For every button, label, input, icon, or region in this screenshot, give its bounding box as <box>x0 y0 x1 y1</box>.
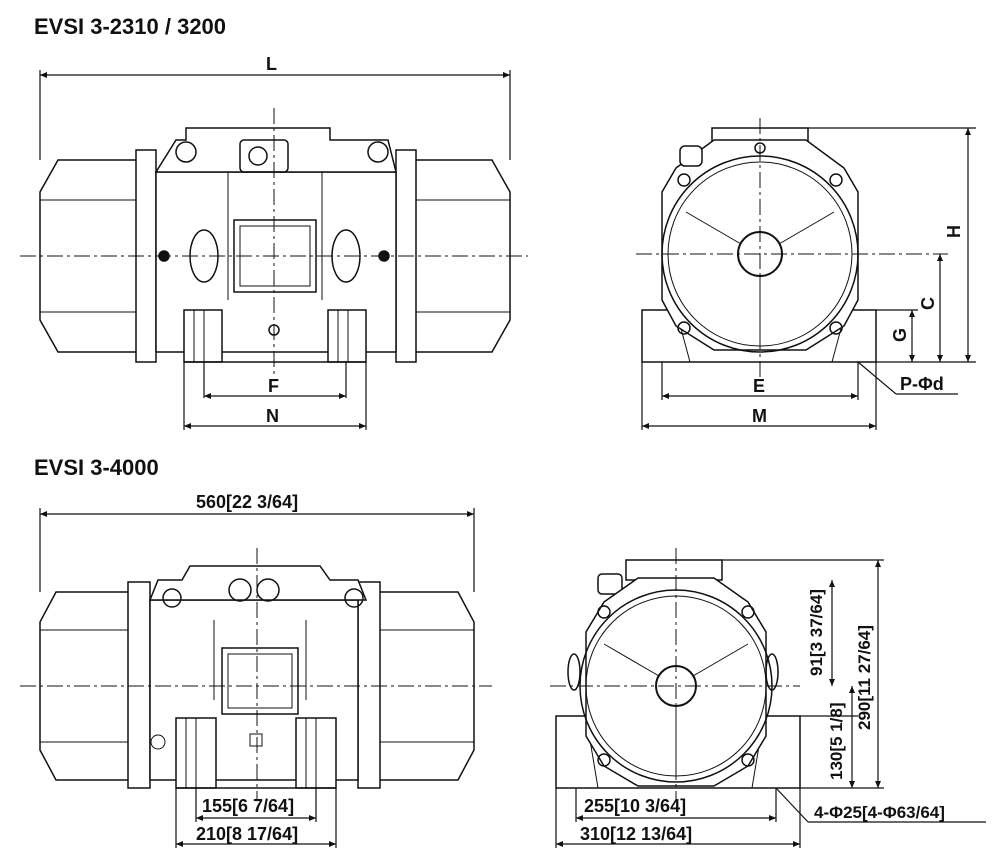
dim-c-value: 130[5 1/8] <box>827 703 846 781</box>
dims-bottom-side <box>39 508 475 848</box>
centerlines-bottom-front <box>550 548 800 800</box>
dim-n-value: 210[8 17/64] <box>196 824 298 844</box>
dim-label-f: F <box>268 376 279 396</box>
dim-length: 560[22 3/64] <box>196 492 298 512</box>
dim-label-h: H <box>944 225 964 238</box>
centerlines-top-front <box>636 118 948 378</box>
centerlines-top-side <box>20 108 528 378</box>
dim-g-value: 91[3 37/64] <box>807 589 826 676</box>
dim-e-value: 255[10 3/64] <box>584 796 686 816</box>
dims-top-side <box>39 70 511 430</box>
dim-f-value: 155[6 7/64] <box>202 796 294 816</box>
dim-label-e: E <box>753 376 765 396</box>
dim-label-n: N <box>266 406 279 426</box>
dim-label-m: M <box>752 406 767 426</box>
title-top: EVSI 3-2310 / 3200 <box>34 14 227 39</box>
top-front-view <box>641 127 877 363</box>
top-side-view <box>39 127 511 363</box>
title-bottom: EVSI 3-4000 <box>34 455 159 480</box>
dim-label-l: L <box>266 54 277 74</box>
dim-holes-value: 4-Φ25[4-Φ63/64] <box>814 803 945 822</box>
bottom-front-view <box>555 559 801 789</box>
centerlines-bottom-side <box>20 548 492 800</box>
dim-label-c: C <box>918 297 938 310</box>
dim-label-g: G <box>890 328 910 342</box>
dim-m-value: 310[12 13/64] <box>580 824 692 844</box>
dims-bottom-front <box>555 559 986 848</box>
dim-h-value: 290[11 27/64] <box>855 625 874 730</box>
dim-label-p: P-Φd <box>900 374 944 394</box>
dims-top-front <box>641 127 976 430</box>
